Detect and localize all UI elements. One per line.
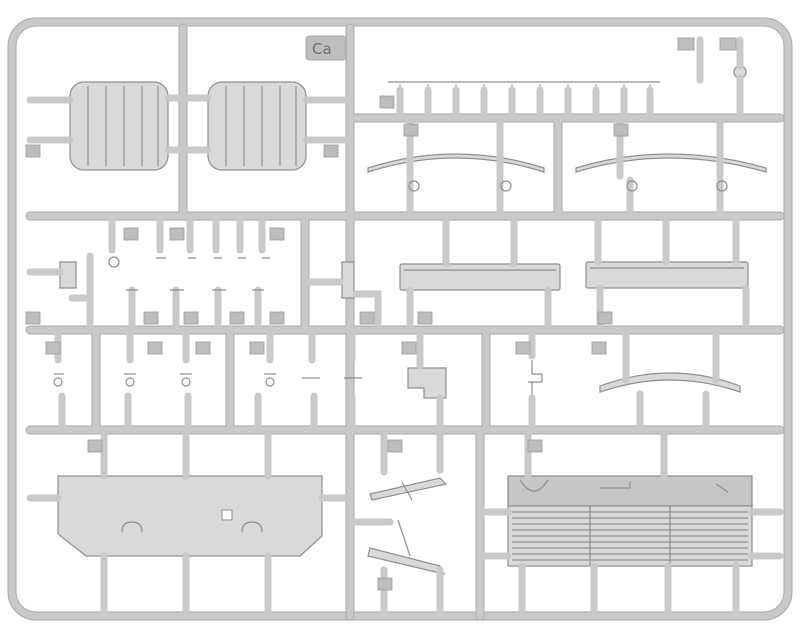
curved-plate-right [575,114,767,220]
sprue-frame [7,17,793,621]
curved-plate-left [367,114,545,220]
arched-bracket [599,326,741,434]
engine-deck-grille [476,426,784,620]
long-panel-right [585,212,750,334]
large-floor-plate [26,426,354,620]
sprue-code-tag: Ca [305,35,347,61]
triangle-support-upper [369,426,448,501]
hook-part [528,326,543,434]
sprue-code-text: Ca [312,40,332,58]
internal-runners [25,23,785,621]
top-rail-part [379,36,747,122]
bracket-part [306,261,382,334]
notched-plate [407,326,447,434]
small-parts-group-a [26,212,270,334]
triangle-support-lower [346,518,446,620]
part-number-tags [25,123,629,591]
fuel-drum-left [26,81,187,171]
fuel-drum-right [179,81,354,171]
long-panel-left [399,212,561,334]
